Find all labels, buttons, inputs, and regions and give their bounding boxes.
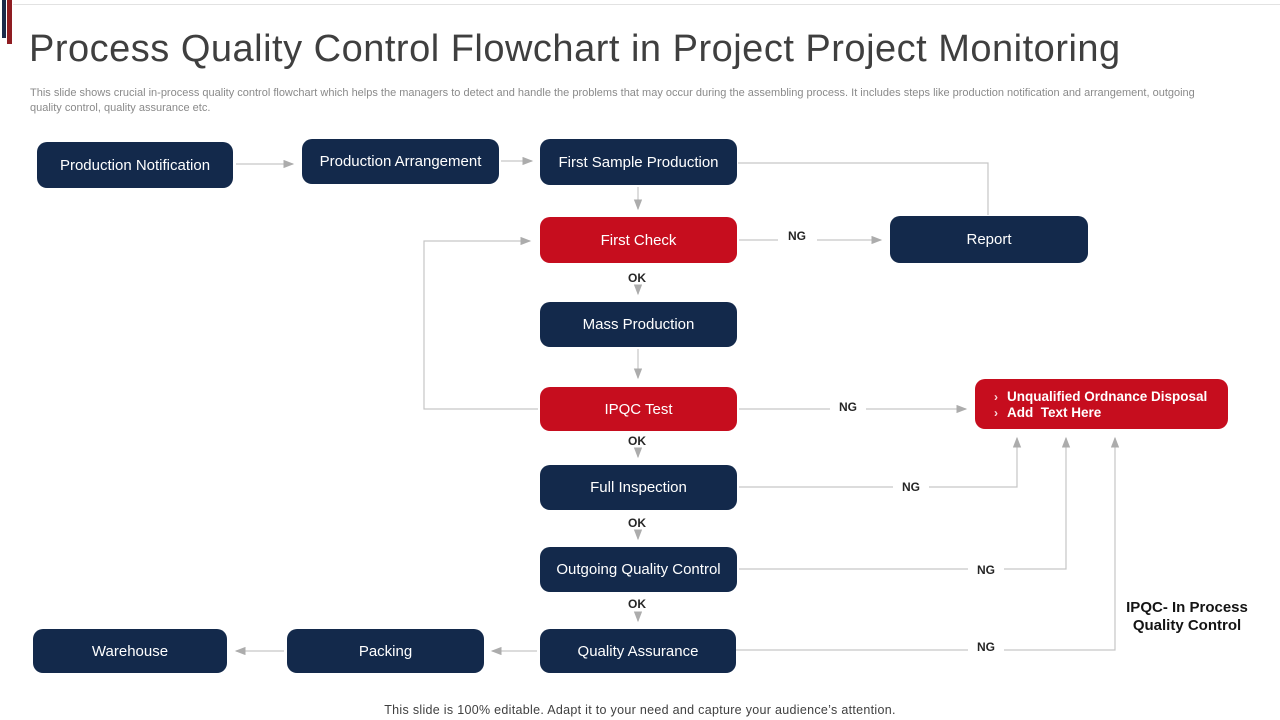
page-title: Process Quality Control Flowchart in Pro… [29, 28, 1121, 70]
node-ipqc-test: IPQC Test [540, 387, 737, 431]
top-divider-line [13, 4, 1280, 5]
node-first-check: First Check [540, 217, 737, 263]
disposal-item-label: Add Text Here [1007, 404, 1102, 420]
node-production-notification: Production Notification [37, 142, 233, 188]
node-packing: Packing [287, 629, 484, 673]
node-warehouse: Warehouse [33, 629, 227, 673]
node-mass-production: Mass Production [540, 302, 737, 347]
ipqc-note-line1: IPQC- In Process [1126, 599, 1248, 616]
ok-label-full-inspection: OK [628, 516, 646, 530]
node-full-inspection: Full Inspection [540, 465, 737, 510]
ng-label-outgoing-qc: NG [977, 563, 995, 577]
ng-label-ipqc-test: NG [839, 400, 857, 414]
node-first-sample-production: First Sample Production [540, 139, 737, 185]
ok-label-ipqc-test: OK [628, 434, 646, 448]
accent-bar-navy [2, 0, 6, 38]
ng-label-quality-assurance: NG [977, 640, 995, 654]
disposal-item: › Unqualified Ordnance Disposal [985, 389, 1228, 404]
node-outgoing-quality-control: Outgoing Quality Control [540, 547, 737, 592]
disposal-item-label: Unqualified Ordnance Disposal [1007, 388, 1208, 404]
accent-bar-red [7, 0, 12, 44]
slide-description: This slide shows crucial in-process qual… [30, 87, 1195, 114]
editable-note: This slide is 100% editable. Adapt it to… [384, 703, 896, 717]
chevron-bullet-icon: › [994, 405, 998, 420]
node-unqualified-ordnance-disposal: › Unqualified Ordnance Disposal › Add Te… [975, 379, 1228, 429]
chevron-bullet-icon: › [994, 389, 998, 404]
ok-label-first-check: OK [628, 271, 646, 285]
ok-label-outgoing-qc: OK [628, 597, 646, 611]
ipqc-abbreviation-note: IPQC- In Process Quality Control [1118, 599, 1256, 634]
disposal-item: › Add Text Here [985, 405, 1228, 420]
ipqc-note-line2: Quality Control [1132, 616, 1242, 634]
node-report: Report [890, 216, 1088, 263]
ng-label-first-check: NG [788, 229, 806, 243]
node-production-arrangement: Production Arrangement [302, 139, 499, 184]
ng-label-full-inspection: NG [902, 480, 920, 494]
node-quality-assurance: Quality Assurance [540, 629, 736, 673]
